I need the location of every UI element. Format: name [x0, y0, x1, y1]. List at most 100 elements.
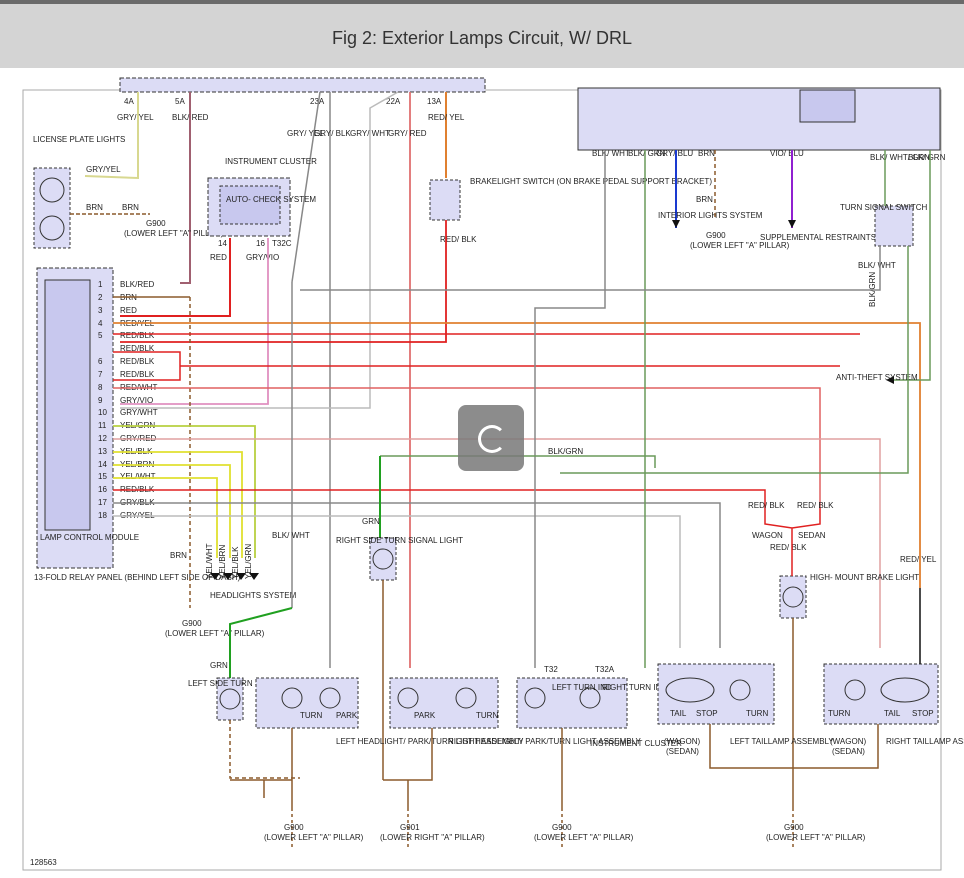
cluster-wire-gryvio: GRY/VIO	[246, 253, 279, 262]
cluster-pin-14: 14	[218, 239, 227, 248]
svg-text:3: 3	[98, 306, 103, 315]
loading-spinner	[458, 405, 524, 471]
wire-blk-grn-turn	[560, 246, 909, 474]
hl-wire-2: YEL/BRN	[218, 545, 227, 579]
cluster-pin-16: 16	[256, 239, 265, 248]
inst-label: INSTRUMENT CLUSTER	[590, 739, 682, 748]
svg-text:2: 2	[98, 293, 103, 302]
wire-gry-yel-18	[113, 515, 681, 648]
right-tail-stop-bulb-icon	[880, 677, 930, 703]
g900-left: G900	[182, 619, 202, 628]
license-lights-box	[33, 167, 71, 249]
wire-red-blk-16	[113, 489, 766, 508]
license-bulb-2-icon	[39, 215, 65, 241]
wire-red-blk-brake	[120, 220, 447, 343]
rtl-red-yel: RED/ YEL	[900, 555, 937, 564]
wire-gry-yel-license	[84, 92, 139, 180]
right-park-bulb-icon	[397, 687, 419, 709]
hmbl-box	[779, 575, 807, 619]
turn-indicator-box	[516, 677, 628, 729]
right-side-wire: GRN	[362, 517, 380, 526]
wire-red-wht	[113, 387, 821, 508]
wire-yel-wht	[113, 477, 218, 558]
wire-brn-rhl	[383, 728, 433, 808]
page-title: Fig 2: Exterior Lamps Circuit, W/ DRL	[331, 28, 633, 48]
turn-signal-switch-box	[874, 205, 914, 247]
wire-gry-wht	[120, 91, 399, 409]
rhl-park: PARK	[414, 711, 436, 720]
wire-brn-rtl	[793, 724, 879, 769]
g900-left-loc: (LOWER LEFT "A" PILLAR)	[165, 629, 265, 638]
wire-gry-vio	[120, 238, 269, 405]
auto-check-label: AUTO- CHECK SYSTEM	[226, 195, 316, 204]
wiring-diagram-svg: 4A 5A 23A 22A 13A GRY/ YEL BLK/ RED GRY/…	[22, 77, 964, 871]
wire-blk-red	[180, 92, 191, 284]
interior-arrow-icon	[672, 220, 680, 228]
brake-switch-wire: RED/ BLK	[440, 235, 477, 244]
cluster-wire-red: RED	[210, 253, 227, 262]
anti-theft-label: ANTI-THEFT SYSTEM	[836, 373, 918, 382]
hmbl-wire-r: RED/ BLK	[797, 501, 834, 510]
right-side-turn-box	[369, 537, 397, 581]
hmbl-wire-l: RED/ BLK	[748, 501, 785, 510]
r-wire-8: VIO/ BLU	[770, 149, 804, 158]
wire-anti-theft	[890, 150, 931, 381]
left-tail-turn-bulb-icon	[729, 679, 751, 701]
svg-text:4: 4	[98, 319, 103, 328]
r-wire-5: BLK/ WHT	[592, 149, 630, 158]
g901: G901	[400, 823, 420, 832]
lhl-park: PARK	[336, 711, 358, 720]
hmbl-wire: RED/ BLK	[770, 543, 807, 552]
svg-text:18: 18	[98, 511, 107, 520]
wire-red-yel	[113, 322, 921, 588]
rtl-sedan: (SEDAN)	[832, 747, 865, 756]
svg-text:GRY/VIO: GRY/VIO	[120, 396, 153, 405]
wire-brn-grounds	[291, 808, 794, 848]
t32a-label: T32A	[595, 665, 615, 674]
anti-theft-arrow-icon	[886, 376, 894, 384]
svg-text:16: 16	[98, 485, 107, 494]
rtl-tail: TAIL	[884, 709, 901, 718]
left-headlight-box	[255, 677, 359, 729]
wire-gry-blk-17	[113, 502, 721, 648]
right-turn-bulb-icon	[455, 687, 477, 709]
svg-text:9: 9	[98, 396, 103, 405]
hl-wire-4: YEL/GRN	[244, 544, 253, 579]
ind-left-label: LEFT TURN IND	[552, 683, 612, 692]
t32-label: T32	[544, 665, 558, 674]
rhl-label: RIGHT HEADLIGHT/ PARK/TURN LIGHT ASSEMBL…	[448, 737, 641, 746]
g900-c-loc: (LOWER LEFT "A" PILLAR)	[766, 833, 866, 842]
svg-text:17: 17	[98, 498, 107, 507]
lcm-pin-row: 9 GRY/VIO	[98, 396, 153, 405]
lcm-ground-wire: BRN	[170, 551, 187, 560]
pin-23a: 23A	[310, 97, 325, 106]
lbl-top-w5: GRY/ WHT	[350, 129, 390, 138]
lhl-turn: TURN	[300, 711, 322, 720]
ind-right-label: RIGHT TURN IND	[602, 683, 667, 692]
right-taillamp-box	[823, 663, 939, 725]
wire-gry-yel-23a	[291, 91, 321, 283]
pin-13a: 13A	[427, 97, 442, 106]
ltl-tail: TAIL	[670, 709, 687, 718]
header-bar: Fig 2: Exterior Lamps Circuit, W/ DRL	[0, 0, 964, 68]
srs-label: SUPPLEMENTAL RESTRAINTS SYSTEM	[760, 233, 911, 242]
pin-4a: 4A	[124, 97, 134, 106]
pin-5a: 5A	[175, 97, 185, 106]
right-tail-turn-bulb-icon	[844, 679, 866, 701]
ltl-label: LEFT TAILLAMP ASSEMBLY	[730, 737, 834, 746]
left-turn-bulb-icon	[281, 687, 303, 709]
right-module	[577, 87, 941, 151]
right-headlight-box	[389, 677, 499, 729]
license-wire-3: BRN	[122, 203, 139, 212]
left-side-wire: GRN	[210, 661, 228, 670]
lbl-top-w6: GRY/ RED	[388, 129, 427, 138]
svg-text:10: 10	[98, 408, 107, 417]
cluster-conn: T32C	[272, 239, 292, 248]
ltl-stop: STOP	[696, 709, 718, 718]
lhl-label: LEFT HEADLIGHT/ PARK/TURN LIGHT ASSEMBLY	[336, 737, 524, 746]
ltl-turn: TURN	[746, 709, 768, 718]
g900-b: G900	[552, 823, 572, 832]
turn-switch-label: TURN SIGNAL SWITCH	[840, 203, 927, 212]
module-relay	[799, 89, 856, 123]
wire-gry-red-12	[113, 438, 881, 648]
